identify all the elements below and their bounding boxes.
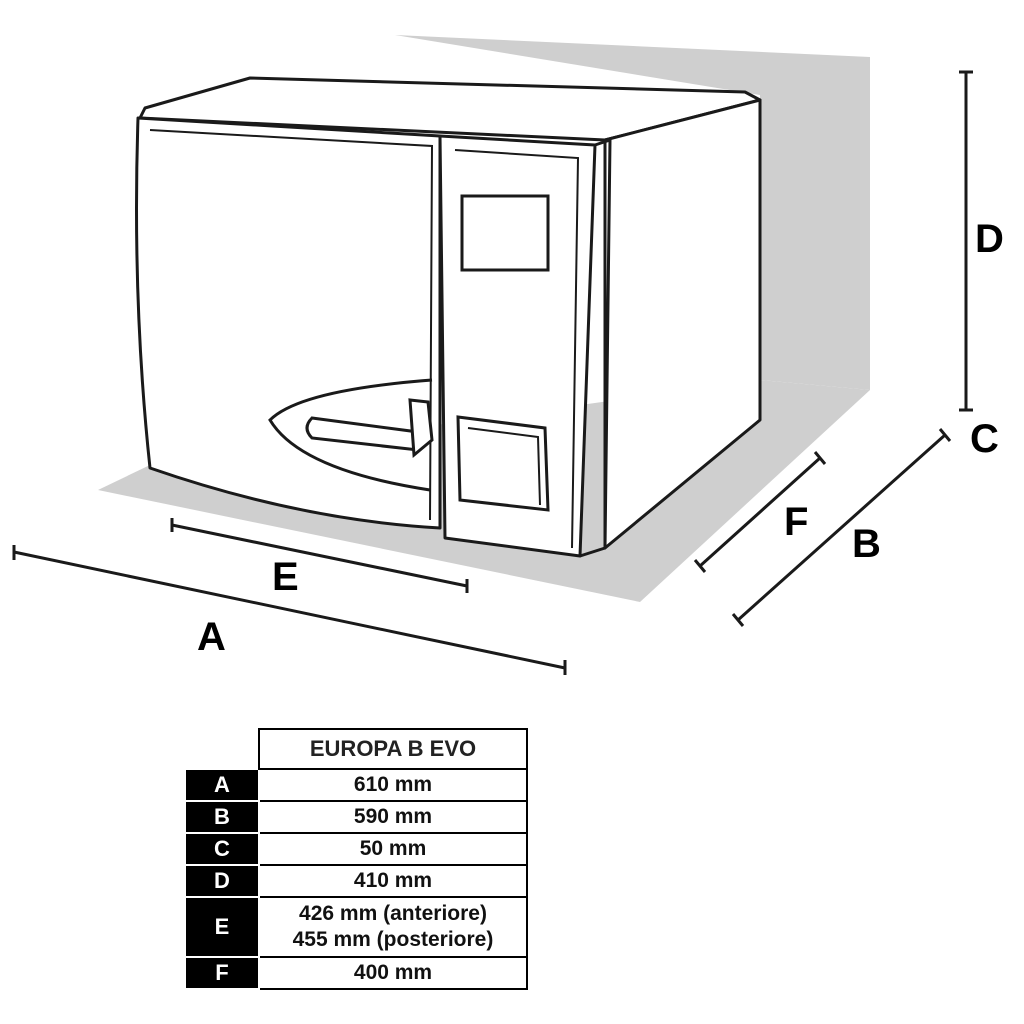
autoclave-door [135, 116, 442, 530]
autoclave-side [603, 98, 762, 550]
row-value-e: 426 mm (anteriore) 455 mm (posteriore) [258, 896, 528, 958]
label-f: F [784, 500, 808, 544]
dim-line-b [737, 433, 946, 622]
dimension-table: EUROPA B EVO A 610 mm B 590 mm C 50 mm D… [184, 728, 528, 990]
row-key-d: D [184, 864, 260, 898]
row-value-b: 590 mm [258, 800, 528, 834]
model-name: EUROPA B EVO [258, 728, 528, 770]
table-row: A 610 mm [184, 768, 528, 802]
label-b: B [852, 522, 881, 566]
row-value-e-front: 426 mm (anteriore) [299, 902, 487, 925]
handle-recess [268, 378, 433, 492]
dimension-lines [12, 70, 973, 675]
table-row: F 400 mm [184, 956, 528, 990]
door-handle [305, 398, 434, 459]
table-row: C 50 mm [184, 832, 528, 866]
table-header-row: EUROPA B EVO [185, 728, 528, 770]
row-key-a: A [184, 768, 260, 802]
wall-shadow [395, 35, 870, 390]
label-c: C [970, 417, 999, 461]
autoclave-dimension-diagram: A E D C B F [12, 35, 1004, 675]
printer-slot [456, 415, 550, 512]
table-row: B 590 mm [184, 800, 528, 834]
row-key-e: E [184, 896, 260, 958]
dim-line-a [13, 550, 566, 670]
row-key-b: B [184, 800, 260, 834]
row-value-f: 400 mm [258, 956, 528, 990]
row-key-c: C [184, 832, 260, 866]
label-a: A [197, 615, 226, 659]
autoclave-body [135, 76, 762, 558]
row-value-e-rear: 455 mm (posteriore) [292, 928, 494, 951]
table-row: D 410 mm [184, 864, 528, 898]
door-inner-edge [149, 129, 434, 521]
row-value-c: 50 mm [258, 832, 528, 866]
label-e: E [272, 555, 299, 599]
row-key-f: F [184, 956, 260, 990]
dim-line-f [698, 456, 822, 568]
label-d: D [975, 217, 1004, 261]
table-corner [185, 729, 259, 769]
display-screen [460, 194, 550, 272]
row-value-a: 610 mm [258, 768, 528, 802]
panel-inner-edge [454, 149, 580, 549]
dim-line-e [171, 523, 468, 588]
row-value-d: 410 mm [258, 864, 528, 898]
table-row: E 426 mm (anteriore) 455 mm (posteriore) [184, 896, 528, 958]
